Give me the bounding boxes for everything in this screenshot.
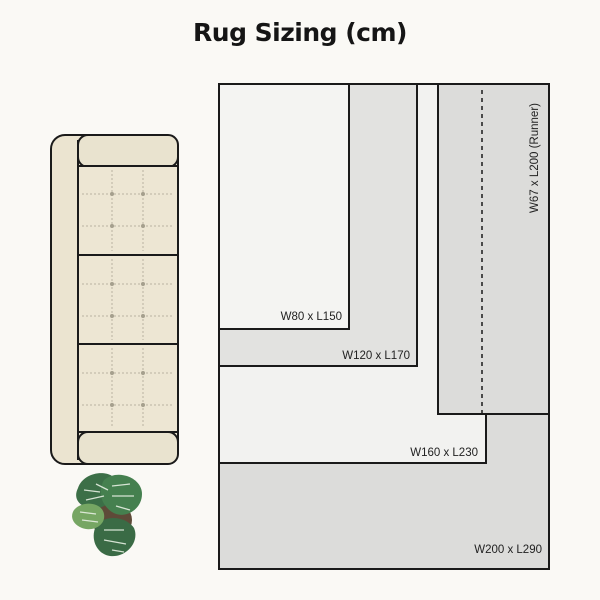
sofa-arm-bottom (77, 431, 179, 465)
rug-label-w120: W120 x L170 (342, 350, 410, 362)
rug-label-w160: W160 x L230 (410, 447, 478, 459)
sofa-arm-top (77, 134, 179, 168)
rug-label-runner: W67 x L200 (Runner) (529, 103, 541, 213)
page-title: Rug Sizing (cm) (193, 18, 407, 47)
sofa-cushion (77, 343, 179, 433)
sofa-cushion (77, 254, 179, 345)
rug-label-w80: W80 x L150 (281, 311, 342, 323)
rug-label-w200: W200 x L290 (474, 544, 542, 556)
rug-runner-w67-l200 (437, 83, 550, 415)
sofa-icon (50, 134, 179, 465)
monstera-plant-icon (72, 473, 142, 557)
sofa-cushion (77, 165, 179, 256)
rug-w80-l150 (218, 83, 350, 330)
